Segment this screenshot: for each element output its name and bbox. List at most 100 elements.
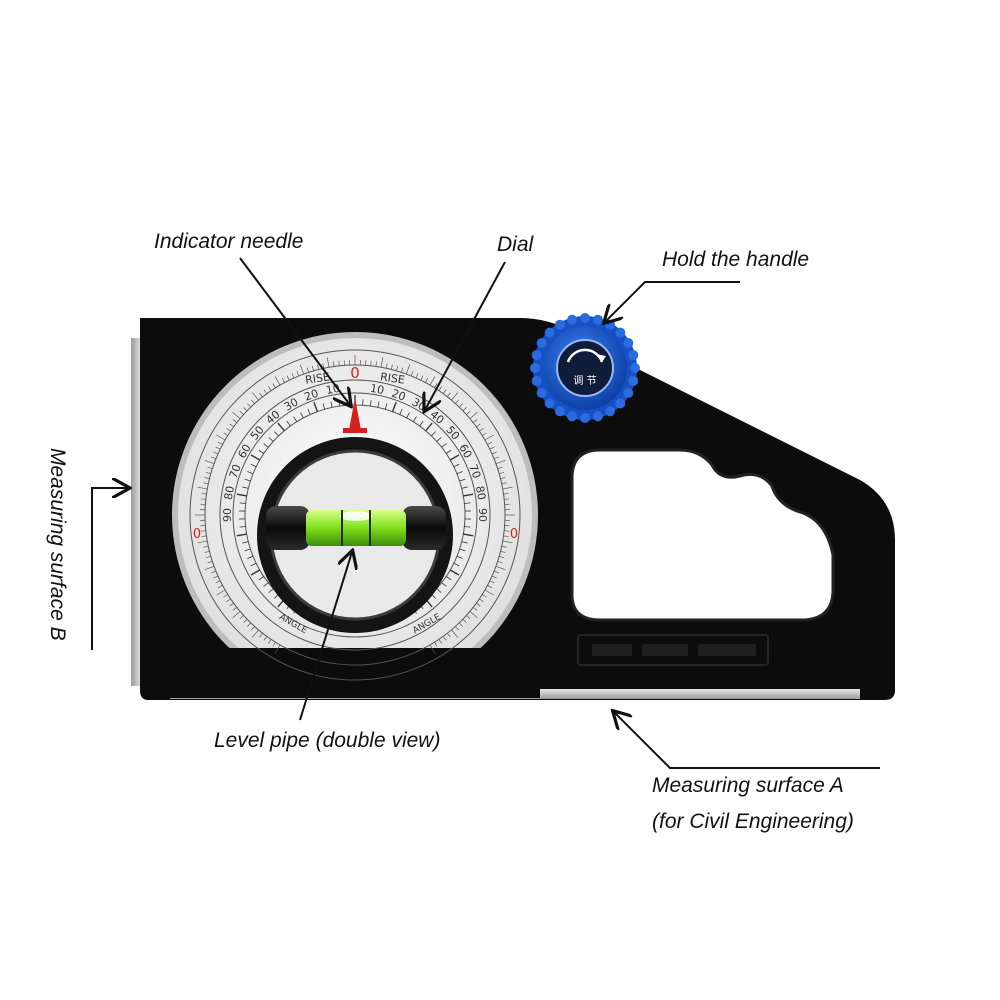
dial-tick <box>377 401 380 408</box>
dial-tick <box>456 555 463 559</box>
dial-fine-tick <box>484 589 494 596</box>
dial-fine-tick <box>497 466 503 469</box>
dial-fine-tick <box>469 611 478 619</box>
dial-tick <box>412 416 417 422</box>
dial-fine-tick <box>501 545 507 548</box>
dial-fine-tick <box>205 471 211 474</box>
dial-fine-tick <box>375 361 377 367</box>
dial-fine-tick <box>499 556 505 559</box>
dial-fine-tick <box>482 432 487 436</box>
knob-tooth <box>567 411 578 422</box>
dial-fine-tick <box>390 364 393 370</box>
knob-tooth <box>630 363 640 373</box>
dial-fine-tick <box>311 365 314 371</box>
dial-tick <box>445 576 452 581</box>
level-pipe-cap-right <box>402 506 446 550</box>
dial-tick <box>250 463 257 468</box>
dial-tick <box>244 548 251 552</box>
knob-tooth <box>623 388 634 398</box>
dial-fine-tick <box>223 432 228 436</box>
adjust-knob[interactable]: 调 节 <box>530 313 640 423</box>
knob-tooth <box>544 327 555 338</box>
dial-fine-tick <box>251 626 255 631</box>
dial-tick <box>464 502 471 504</box>
dial-fine-tick <box>211 456 217 460</box>
dial-fine-tick <box>291 373 295 379</box>
dial-tick <box>247 471 254 475</box>
dial-fine-tick <box>405 364 411 375</box>
knob-tooth <box>592 314 603 325</box>
dial-fine-tick <box>251 629 259 638</box>
dial-fine-tick <box>326 357 330 368</box>
dial-tick <box>461 486 468 489</box>
dial-tick <box>449 569 460 576</box>
dial-fine-tick <box>462 618 467 623</box>
knob-tooth <box>580 413 590 423</box>
dial-tick <box>419 420 424 427</box>
dial-fine-tick <box>239 411 244 415</box>
dial-tick <box>456 471 463 475</box>
dial-fine-tick <box>451 629 459 638</box>
dial-tick <box>384 403 388 410</box>
embossed-label-plate <box>577 634 769 666</box>
dial-fine-tick <box>299 364 305 375</box>
dial-tick <box>445 449 452 454</box>
dial-fine-tick <box>503 535 509 537</box>
dial-side-zero-right: 0 <box>510 527 518 542</box>
dial-scale-ring <box>219 379 491 651</box>
dial-fine-tick <box>268 386 272 391</box>
knob-tooth <box>536 338 547 348</box>
dial-fine-tick <box>223 594 228 598</box>
dial-fine-tick <box>281 377 285 383</box>
dial-fine-tick <box>216 589 226 596</box>
dial-tick-label: 80 <box>222 485 237 501</box>
dial-fine-tick <box>229 423 234 428</box>
dial-fine-tick <box>504 530 510 532</box>
dial-fine-tick <box>232 419 238 423</box>
dial-fine-tick <box>338 360 340 366</box>
dial-tick <box>236 493 247 497</box>
dial-tick <box>244 478 251 482</box>
dial-tick <box>250 562 257 567</box>
dial-fine-tick <box>495 459 506 465</box>
dial-fine-tick <box>268 639 272 644</box>
callout-line-level-pipe <box>299 552 352 721</box>
dial-fine-tick <box>447 392 451 398</box>
dial-tick <box>463 493 474 497</box>
dial-tick-label: 20 <box>390 387 408 404</box>
dial-fine-tick <box>306 367 309 373</box>
dial-fine-tick <box>251 392 259 401</box>
dial-fine-tick <box>217 441 223 445</box>
label-indicator-needle: Indicator needle <box>154 230 303 253</box>
dial-tick <box>286 420 291 427</box>
dial-tick <box>313 401 319 412</box>
dial-fine-tick <box>213 451 219 455</box>
embossed-text-marks <box>592 644 756 656</box>
dial-fine-tick <box>385 363 388 369</box>
dial-fine-tick <box>472 607 478 611</box>
dial-fine-tick <box>429 644 436 654</box>
dial-tick <box>250 454 261 461</box>
dial-tick <box>441 443 447 448</box>
dial-tick <box>239 502 246 504</box>
dial-fine-tick <box>370 360 372 366</box>
dial-fine-tick <box>232 607 238 611</box>
dial-fine-tick <box>429 376 436 386</box>
dial-fine-tick <box>204 459 215 465</box>
knob-tooth <box>530 363 540 373</box>
knob-label: 调 节 <box>573 375 596 387</box>
dial-fine-tick <box>226 598 231 602</box>
dial-fine-tick <box>487 585 493 589</box>
dial-fine-tick <box>213 575 219 579</box>
dial-fine-tick <box>322 363 325 369</box>
dial-fine-tick <box>204 477 210 480</box>
dial-fine-tick <box>243 407 248 412</box>
dial-fine-tick <box>466 615 471 619</box>
dial-fine-tick <box>493 570 499 574</box>
level-pipe-cap-left <box>266 506 310 550</box>
dial-tick <box>307 408 311 415</box>
dial-fine-tick <box>259 392 263 398</box>
knob-tooth <box>628 375 639 386</box>
dial-tick-label: 60 <box>235 442 253 461</box>
